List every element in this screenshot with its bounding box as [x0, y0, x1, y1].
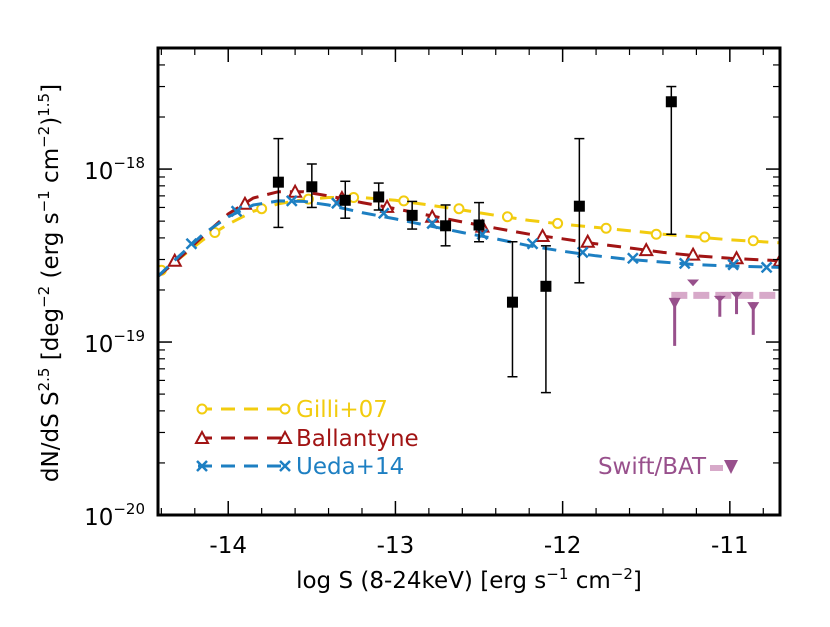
data-point-ueda-14: [285, 194, 298, 207]
data-point-gilli-07: [453, 203, 465, 215]
y-axis-title: dN/dS S2.5 [deg−2 (erg s−1 cm−2)1.5]: [35, 84, 64, 482]
data-point-gilli-07: [600, 222, 612, 234]
data-point-ueda-14: [678, 257, 691, 270]
measured-point: [506, 296, 518, 308]
swift-bat-limit-arrow: [713, 295, 726, 303]
data-point-ballantyne: [728, 250, 745, 265]
legend-entry-ueda: Ueda+14: [196, 454, 404, 480]
measured-point: [272, 176, 284, 188]
data-point-ueda-14: [760, 261, 773, 274]
x-tick-label: -14: [209, 533, 247, 559]
measured-point: [440, 220, 452, 232]
data-point-gilli-07: [209, 226, 221, 238]
legend-label-ballantyne: Ballantyne: [296, 426, 419, 452]
measured-point: [665, 96, 677, 108]
plot-area: [158, 85, 780, 394]
data-point-ueda-14: [426, 217, 439, 230]
data-point-ballantyne: [580, 233, 596, 248]
legend-marker-gilli: [196, 403, 208, 415]
data-point-gilli-07: [650, 228, 662, 240]
measured-point: [540, 280, 552, 292]
data-point-ueda-14: [626, 252, 639, 265]
legend-marker-ballantyne: [277, 429, 293, 444]
legend-label-swift-bat: Swift/BAT: [598, 454, 707, 480]
data-point-ballantyne: [685, 246, 701, 261]
legend-marker-ueda: [279, 460, 291, 472]
legend-marker-ueda: [196, 460, 208, 472]
data-point-gilli-07: [552, 217, 564, 229]
legend-marker-ballantyne: [194, 429, 210, 444]
measured-point: [473, 219, 485, 231]
data-point-ueda-14: [185, 237, 198, 250]
data-point-ballantyne: [379, 198, 395, 213]
data-point-gilli-07: [699, 231, 711, 243]
y-tick-label: 10−20: [84, 500, 145, 531]
x-tick-label: -13: [377, 533, 415, 559]
legend-swift-bat-arrow-icon: [724, 460, 738, 474]
y-tick-label: 10−18: [84, 154, 145, 185]
measured-point: [373, 191, 385, 203]
y-tick-label: 10−19: [84, 327, 145, 358]
measured-point: [573, 200, 585, 212]
data-point-gilli-07: [501, 211, 513, 223]
tick-labels: -14 -13 -12 -11 10−18 10−19 10−20: [84, 154, 749, 559]
data-point-ballantyne: [534, 227, 551, 243]
x-tick-label: -11: [711, 533, 749, 559]
legend-entry-ballantyne: Ballantyne: [194, 426, 419, 452]
legend-entry-swift-bat: Swift/BAT: [598, 454, 738, 480]
data-point-gilli-07: [398, 195, 410, 207]
measured-point: [406, 209, 418, 221]
swift-bat-limit-arrow: [668, 297, 681, 310]
legend-entry-gilli: Gilli+07: [196, 397, 388, 423]
x-axis-title: log S (8-24keV) [erg s−1 cm−2]: [296, 565, 642, 594]
measured-point: [306, 181, 318, 193]
legend-label-gilli: Gilli+07: [296, 397, 388, 423]
data-point-gilli-07: [747, 235, 759, 247]
data-point-ueda-14: [727, 258, 740, 271]
axes: [156, 46, 782, 517]
swift-bat-limit-arrow: [687, 279, 700, 287]
data-point-ballantyne: [237, 195, 253, 210]
data-point-ueda-14: [526, 237, 539, 250]
legend-marker-gilli: [279, 403, 291, 415]
x-tick-label: -12: [544, 533, 582, 559]
legend-label-ueda: Ueda+14: [296, 454, 404, 480]
legend: Gilli+07 Ballantyne Ueda+14 Swift/BAT: [194, 397, 738, 480]
swift-bat-limit-arrow: [730, 291, 743, 299]
measured-point: [339, 194, 351, 206]
data-point-ballantyne: [638, 242, 654, 257]
data-point-ueda-14: [230, 205, 243, 218]
swift-bat-limit-arrow: [747, 302, 760, 312]
plot-frame: [156, 46, 782, 517]
